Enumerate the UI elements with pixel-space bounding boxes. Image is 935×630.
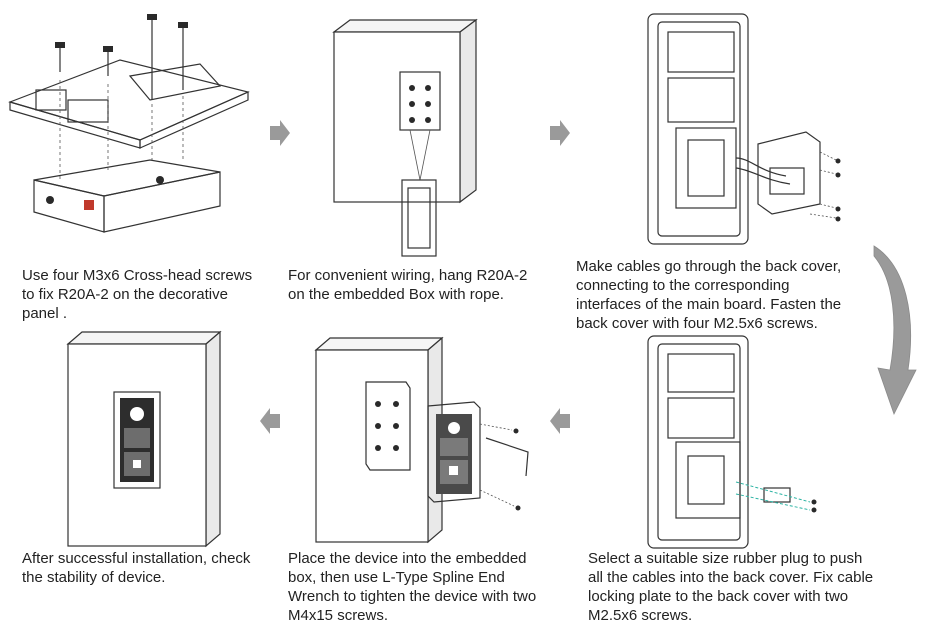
step-1-illustration [8,14,250,233]
step-3-caption: Make cables go through the back cover, c… [576,258,842,332]
left-pointing-arrow-icon [550,408,570,434]
step-2-illustration [332,18,478,257]
step-2-caption: For convenient wiring, hang R20A-2 on th… [288,267,528,303]
curved-down-arrow-icon [873,245,917,416]
step-5-caption: Place the device into the embedded box, … [288,550,537,624]
step-3-illustration [647,13,841,245]
step-6-caption: After successful installation, check the… [22,550,251,586]
step-4-illustration [647,335,817,549]
step-4-caption: Select a suitable size rubber plug to pu… [588,550,874,624]
left-pointing-arrow-icon [260,408,280,434]
wrench-icon [485,437,529,477]
step-1-caption: Use four M3x6 Cross-head screws to fix R… [22,267,253,322]
screw-icon [55,14,188,100]
right-pointing-arrow-icon [550,120,570,146]
right-pointing-arrow-icon [270,120,290,146]
step-5-illustration [314,336,529,544]
step-6-illustration [66,330,222,548]
